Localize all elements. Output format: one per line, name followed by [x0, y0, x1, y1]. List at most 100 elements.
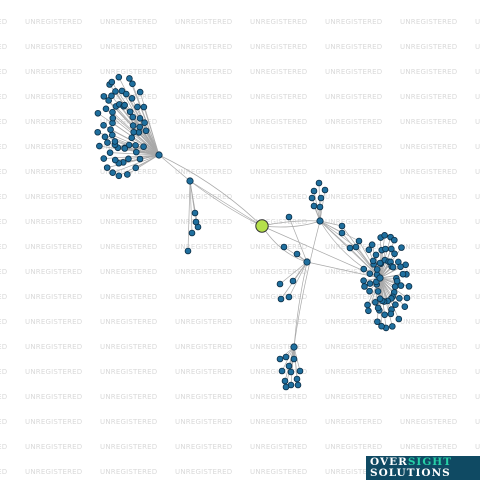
graph-node[interactable]: [111, 156, 119, 164]
graph-node[interactable]: [310, 187, 318, 195]
graph-node[interactable]: [126, 75, 133, 82]
graph-node[interactable]: [290, 355, 298, 363]
graph-node[interactable]: [132, 142, 139, 149]
graph-node[interactable]: [141, 119, 148, 126]
graph-node[interactable]: [134, 103, 141, 111]
graph-node[interactable]: [360, 277, 367, 284]
graph-node[interactable]: [285, 362, 293, 370]
graph-node[interactable]: [142, 127, 150, 135]
graph-node[interactable]: [125, 155, 132, 163]
graph-node[interactable]: [316, 203, 324, 211]
graph-node[interactable]: [136, 123, 144, 131]
graph-node[interactable]: [378, 322, 385, 330]
graph-node[interactable]: [184, 247, 192, 255]
graph-node[interactable]: [133, 148, 140, 156]
graph-node[interactable]: [296, 367, 304, 375]
graph-node[interactable]: [387, 310, 395, 318]
graph-node[interactable]: [365, 307, 372, 315]
graph-node[interactable]: [136, 115, 144, 122]
graph-node[interactable]: [395, 315, 403, 323]
graph-hub-node[interactable]: [290, 343, 298, 351]
graph-node[interactable]: [103, 164, 111, 171]
graph-node[interactable]: [374, 318, 381, 326]
graph-node[interactable]: [352, 243, 360, 251]
graph-node[interactable]: [376, 259, 384, 267]
graph-node[interactable]: [101, 133, 109, 141]
graph-node[interactable]: [136, 155, 144, 163]
graph-node[interactable]: [293, 375, 301, 383]
graph-node[interactable]: [391, 250, 398, 258]
graph-node[interactable]: [376, 295, 384, 303]
graph-node[interactable]: [397, 263, 404, 271]
graph-node[interactable]: [108, 78, 116, 86]
graph-node[interactable]: [371, 298, 379, 306]
graph-node[interactable]: [277, 295, 285, 303]
graph-node[interactable]: [287, 368, 295, 376]
graph-node[interactable]: [129, 80, 136, 88]
graph-node[interactable]: [132, 164, 140, 172]
graph-node[interactable]: [115, 73, 123, 81]
graph-node[interactable]: [192, 218, 200, 226]
graph-node[interactable]: [276, 355, 284, 363]
graph-node[interactable]: [129, 113, 137, 121]
graph-node[interactable]: [308, 194, 316, 202]
graph-node[interactable]: [366, 287, 373, 295]
graph-node[interactable]: [374, 304, 382, 312]
graph-node[interactable]: [128, 95, 136, 102]
graph-node[interactable]: [389, 323, 396, 330]
graph-node[interactable]: [105, 97, 112, 104]
graph-node[interactable]: [403, 294, 411, 302]
graph-node[interactable]: [126, 108, 134, 116]
graph-node[interactable]: [393, 277, 401, 285]
graph-node[interactable]: [140, 103, 148, 111]
graph-node[interactable]: [321, 186, 329, 194]
graph-node[interactable]: [361, 283, 368, 290]
graph-node[interactable]: [317, 194, 325, 202]
graph-node[interactable]: [100, 93, 108, 100]
graph-node[interactable]: [310, 202, 318, 210]
graph-node[interactable]: [188, 229, 196, 237]
graph-node[interactable]: [374, 288, 382, 295]
graph-hub-node[interactable]: [376, 274, 384, 282]
graph-node[interactable]: [398, 244, 405, 251]
graph-node[interactable]: [94, 109, 102, 117]
graph-node[interactable]: [278, 367, 286, 375]
graph-node[interactable]: [122, 90, 130, 98]
graph-node[interactable]: [140, 143, 147, 150]
graph-hub-node[interactable]: [155, 151, 163, 159]
graph-node[interactable]: [381, 311, 388, 319]
graph-node[interactable]: [381, 232, 388, 239]
graph-node[interactable]: [111, 138, 119, 145]
graph-node[interactable]: [396, 295, 403, 302]
graph-node[interactable]: [294, 381, 302, 389]
graph-node[interactable]: [289, 277, 297, 285]
graph-node[interactable]: [338, 229, 346, 237]
graph-node[interactable]: [366, 270, 374, 277]
graph-node[interactable]: [112, 88, 119, 95]
graph-node[interactable]: [96, 142, 103, 150]
graph-hub-node[interactable]: [316, 217, 324, 225]
graph-node[interactable]: [124, 171, 131, 178]
graph-node[interactable]: [128, 134, 136, 142]
graph-node[interactable]: [399, 270, 407, 278]
graph-node[interactable]: [405, 283, 413, 290]
graph-node[interactable]: [369, 257, 377, 265]
graph-node[interactable]: [115, 172, 123, 180]
graph-node[interactable]: [280, 243, 288, 251]
graph-node[interactable]: [360, 265, 368, 273]
graph-node[interactable]: [285, 213, 293, 221]
graph-node[interactable]: [401, 303, 409, 310]
graph-node[interactable]: [282, 353, 290, 361]
graph-node[interactable]: [109, 169, 116, 177]
graph-node[interactable]: [100, 155, 108, 162]
graph-node[interactable]: [368, 241, 376, 249]
graph-node[interactable]: [125, 141, 133, 149]
graph-node[interactable]: [106, 149, 114, 156]
graph-node[interactable]: [121, 101, 128, 109]
graph-node[interactable]: [118, 87, 126, 95]
graph-node[interactable]: [130, 128, 137, 136]
graph-node[interactable]: [391, 236, 398, 244]
graph-node[interactable]: [191, 209, 199, 217]
graph-hub-node[interactable]: [186, 177, 194, 185]
graph-node[interactable]: [108, 92, 115, 100]
